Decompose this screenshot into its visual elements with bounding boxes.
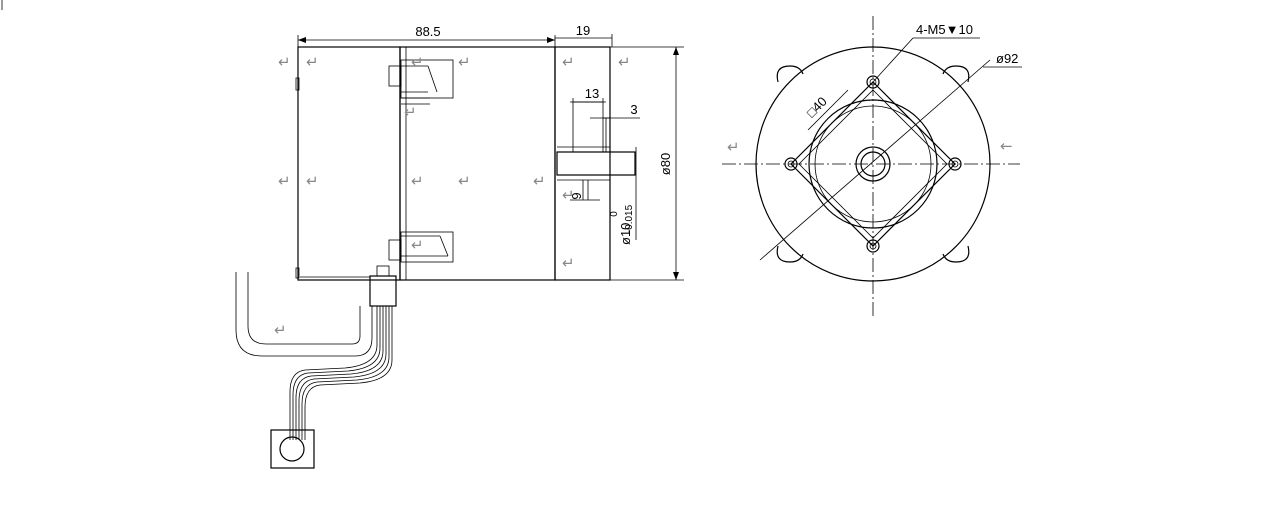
pmark: ↵: [618, 53, 631, 71]
dim-key-width: 3: [590, 102, 640, 119]
dim-3-label: 3: [630, 102, 637, 117]
front-view: ø92 4-M5▼10 □40 ↵ ←: [722, 16, 1022, 316]
pilot-circle-outer: [808, 99, 938, 229]
dim-shaft-dia-label: ø10: [618, 223, 633, 245]
pmark: ↵: [274, 321, 287, 339]
rear-tab-top: [295, 77, 300, 91]
dim-shaft-diameter: ø10 0 -0.015: [609, 147, 637, 245]
arrow-mark: ←: [1000, 137, 1013, 155]
pmark: ↵: [562, 53, 575, 71]
rear-housing: [297, 46, 401, 281]
dim-88-5-label: 88.5: [415, 24, 440, 39]
dim-holes-leader: [872, 37, 914, 83]
shaft-end-inner: [860, 151, 886, 177]
pmark: ↵: [306, 53, 319, 71]
pmark: ↵: [727, 138, 740, 156]
dim-80-label: ø80: [658, 153, 673, 175]
rear-tab-bottom: [295, 267, 300, 279]
pmark: ↵: [306, 172, 319, 190]
shaft: [556, 101, 636, 200]
pmark: ↵: [278, 53, 291, 71]
side-view: 88.5 19 13 3 9 ø10 0 -0.015: [235, 23, 684, 469]
front-flange: [554, 46, 611, 281]
connector-cap: [376, 265, 390, 277]
pmark: ↵: [533, 172, 546, 190]
dim-square-label: □40: [804, 94, 830, 120]
dim-19-label: 19: [576, 23, 590, 38]
dim-92-label: ø92: [996, 51, 1018, 66]
mount-square-inner: [798, 89, 948, 239]
dim-13-label: 13: [585, 86, 599, 101]
shaft-end-outer: [855, 146, 891, 182]
mount-square: [790, 81, 956, 247]
terminal-box: [270, 429, 315, 469]
dim-shaft-tol-lower: -0.015: [624, 204, 635, 233]
pmark: ↵: [411, 53, 424, 71]
dim-outer-diameter: ø80: [610, 46, 684, 281]
pmark: ↵: [562, 254, 575, 272]
paragraph-marks: ↵ ↵ ↵ ↵ ↵ ↵ ↵ ↵ ↵ ↵ ↵ ↵ ↵ ↵ ↵ ↵: [274, 53, 631, 339]
dim-flange-diagonal: [759, 59, 991, 261]
upper-boss: [388, 59, 454, 105]
pmark: ↵: [411, 172, 424, 190]
pmark: ↵: [458, 172, 471, 190]
pilot-circle-inner: [814, 105, 932, 223]
loop-cable-inner: [247, 272, 361, 345]
pmark: ↵: [458, 53, 471, 71]
pmark: ↵: [278, 172, 291, 190]
pmark: ↵: [411, 236, 424, 254]
dim-shaft-tol-upper: 0: [609, 211, 620, 217]
dim-key-length: 13: [570, 86, 606, 103]
outer-circle: [755, 46, 991, 282]
dim-9-label: 9: [569, 192, 584, 199]
flange-ears: [776, 65, 970, 263]
cable-bundle: [289, 306, 393, 440]
lower-boss: [388, 231, 454, 263]
dim-key-height: 9: [569, 192, 600, 201]
dim-shaft-length: 19: [555, 23, 613, 47]
terminal-hole: [279, 436, 305, 462]
loop-cable: [235, 272, 373, 357]
mount-holes: [784, 75, 962, 253]
dim-square-line: [807, 89, 849, 131]
pmark: ↵: [404, 103, 417, 121]
dim-body-length: 88.5: [297, 24, 556, 47]
pmark: ↵: [562, 186, 575, 204]
dim-m5-label: 4-M5▼10: [916, 22, 973, 37]
